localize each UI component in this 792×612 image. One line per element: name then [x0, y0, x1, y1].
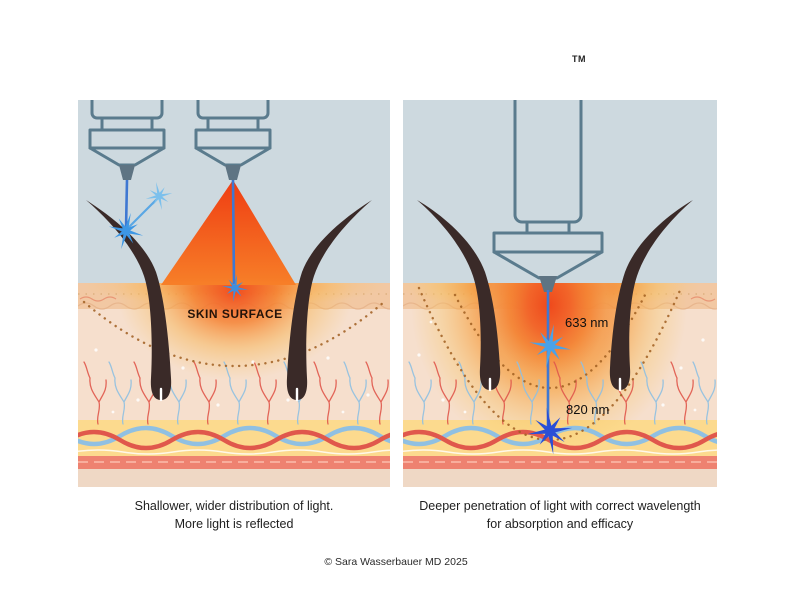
dermis-sparkle-dots — [94, 348, 370, 414]
penetration-depth-arc — [82, 300, 386, 368]
light-beams — [524, 290, 576, 458]
left-caption-line1: Shallower, wider distribution of light. — [134, 499, 334, 513]
right-caption-line1: Deeper penetration of light with correct… — [419, 499, 701, 513]
hair-follicles — [86, 200, 372, 402]
left-panel-svg: SKIN SURFACE — [78, 100, 390, 487]
right-panel-svg: 633 nm 820 nm — [403, 100, 717, 487]
trademark-symbol: TM — [572, 54, 586, 64]
dermis-sparkle-dots — [417, 320, 705, 414]
right-panel-illustration: 633 nm 820 nm — [403, 100, 717, 487]
penetration-depth-arcs — [417, 286, 683, 441]
laser-handpiece-icon — [492, 100, 604, 292]
wavelength-633-label: 633 nm — [565, 315, 608, 330]
wavelength-820-label: 820 nm — [566, 402, 609, 417]
light-cone — [161, 180, 296, 285]
skin-surface-label: SKIN SURFACE — [187, 307, 282, 321]
left-panel-illustration: SKIN SURFACE — [78, 100, 390, 487]
right-caption-line2: for absorption and efficacy — [486, 517, 634, 532]
left-caption-line2: More light is reflected — [174, 517, 294, 532]
right-panel-caption: Deeper penetration of light with correct… — [387, 497, 733, 533]
hair-follicles — [417, 200, 693, 392]
vascular-plexus — [403, 425, 717, 463]
vascular-plexus — [78, 425, 390, 463]
copyright-notice: © Sara Wasserbauer MD 2025 — [324, 556, 468, 568]
left-panel-caption: Shallower, wider distribution of light. … — [66, 497, 402, 533]
light-beams — [103, 179, 250, 304]
laser-handpiece-icon — [88, 100, 272, 180]
